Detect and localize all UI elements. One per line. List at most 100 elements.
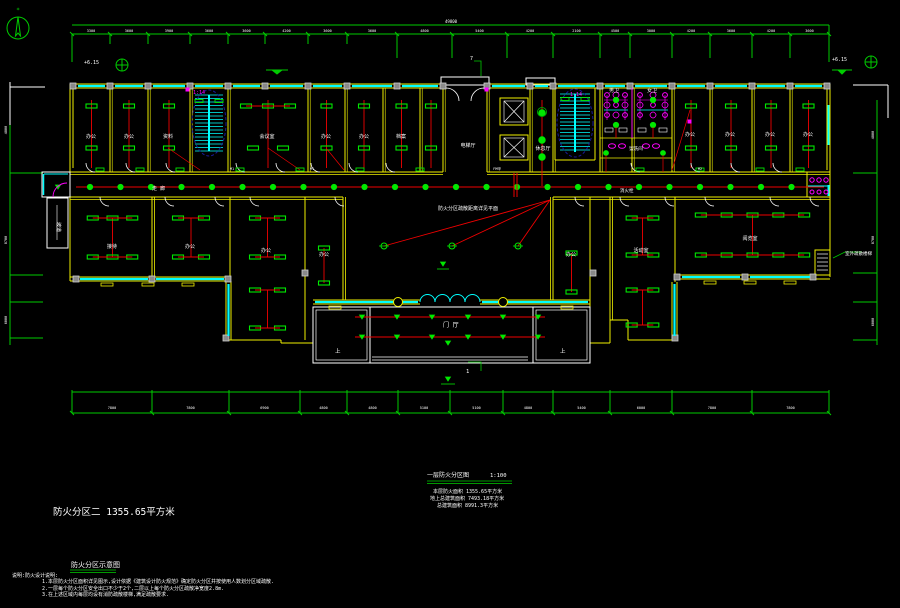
note-1: 1.本层防火分区面积详见图示,设计依据《建筑设计防火规范》确定防火分区并按使用人… [42,578,274,585]
door-arc [165,162,176,173]
dim-slash [145,31,151,37]
wc-fixture [603,101,611,109]
door-tag [687,119,692,124]
wc-fixture [621,101,629,109]
door-arc [334,196,345,207]
stair-flow [556,88,594,158]
room-label: 办公 [359,133,369,140]
exit-light [295,167,305,172]
column [144,82,152,90]
dim-slash [500,410,506,416]
elevator-shaft [499,134,529,161]
wc-fixture [649,111,657,119]
exit-no-label: 1 [466,369,469,375]
elevator-car [503,137,525,158]
dim-label-top: 4800 [420,29,428,33]
dim-label-left: 8700 [4,236,8,244]
basin [652,143,660,149]
column [224,275,232,283]
exit-marker [534,314,542,320]
column [186,82,194,90]
door-arc [470,87,485,102]
exit-light [355,167,365,172]
dim-label-top: 4200 [282,29,290,33]
escape-line [451,199,551,247]
dim-label-bottom: 7800 [708,406,716,410]
column [304,82,312,90]
corridor-light [300,183,307,191]
dim-label-bottom: 4800 [524,406,532,410]
wire-diag [267,147,301,171]
dim-label-bottom: 4800 [319,406,327,410]
room-label: 资料 [163,133,173,140]
corridor-light [605,183,612,191]
exit-light [135,167,145,172]
exit-marker [428,334,436,340]
column [72,275,80,283]
door-arc [704,196,715,207]
column [549,82,557,90]
light-fixture [320,103,333,109]
column [596,82,604,90]
door-arc [125,162,136,173]
room-label: 男卫 [609,88,619,94]
wc-fixture [823,189,829,195]
legend-row-1: 本层防火面积 1355.65平方米 [433,488,502,495]
urinal [658,127,668,133]
dim-label-left: 6000 [4,316,8,324]
dim-slash [187,31,193,37]
dim-label-bottom: 6000 [637,406,645,410]
door-tag [484,87,489,92]
basin [642,143,650,149]
dim-slash [394,31,400,37]
door-code: M2 [698,167,702,171]
room-label: 办公 [319,251,329,258]
room-label: 办公 [124,133,134,140]
light-fixture [85,103,98,109]
column [706,82,714,90]
se-stair-box [814,249,831,276]
lobby-light [538,136,546,144]
column [626,82,634,90]
dim-label-bottom: 5100 [472,406,480,410]
legend-row-3: 总建筑面积 8991.3平方米 [437,502,498,509]
corridor-light [483,183,490,191]
wc-fixture [816,177,822,183]
up-right-label: 上 [560,347,566,355]
room-label: 办公 [725,131,735,138]
wc-light [603,150,609,156]
door-arc [214,196,225,207]
ramp-label: 坡道 [55,222,62,232]
corridor-light [727,183,734,191]
dim-label-top: 2100 [572,29,580,33]
corridor-light [86,183,94,191]
dim-slash [607,410,613,416]
dim-slash [107,31,113,37]
room-label: 电梯厅 [460,142,475,149]
room-label: 办公 [321,133,331,140]
column [439,82,447,90]
leader-no-label: 7 [470,56,473,62]
light-fixture [162,145,176,151]
dim-slash [69,410,75,416]
door-arc [730,162,741,173]
stair1-label: 1:14 [193,90,205,96]
light-fixture [684,103,698,109]
wc-fixture [809,177,815,183]
dim-slash [826,410,832,416]
legend-title: 一层防火分区图 [427,471,469,479]
exit-marker [428,314,436,320]
dim-slash [225,31,231,37]
wc-light [660,150,666,156]
column [261,82,269,90]
room-label: 办公 [685,131,695,138]
wire-diag [325,147,345,171]
light-fixture [424,103,438,109]
corridor-light [330,183,338,191]
corridor-light [544,183,551,191]
door-arc [385,162,396,173]
door-arc [769,196,780,207]
exit-right-label: 室外疏散楼梯 [845,250,872,257]
light-fixture [395,145,408,151]
